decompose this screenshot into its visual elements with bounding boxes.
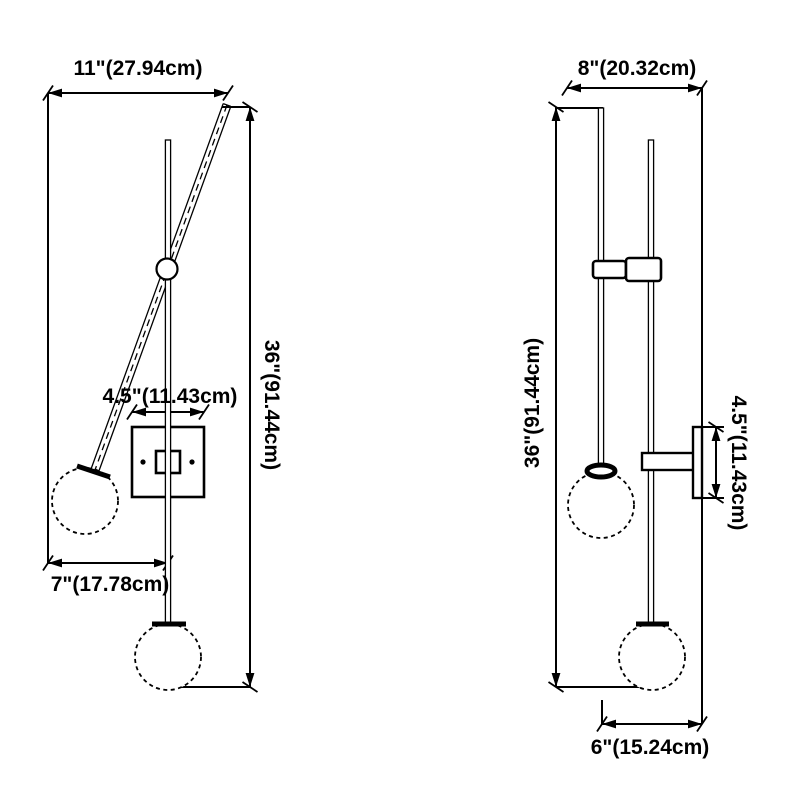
socket-ring	[584, 462, 618, 480]
side-width-dimension-label: 8"(20.32cm)	[577, 57, 697, 80]
screw-hole-left	[140, 459, 146, 465]
globe-shade-upper	[51, 463, 119, 535]
globe-shade-rear	[618, 621, 686, 691]
side-backplate-dim	[698, 421, 725, 504]
wall-mount-side	[640, 425, 704, 500]
connector-block	[591, 256, 663, 283]
side-view-drawing	[547, 79, 725, 733]
pivot-joint	[155, 257, 179, 281]
front-view-drawing	[42, 84, 259, 693]
front-offset-dimension-label: 7"(17.78cm)	[50, 573, 170, 596]
support-rod	[164, 139, 172, 625]
pendulum-arm	[90, 102, 232, 472]
side-height-dimension-label: 36"(91.44cm)	[521, 337, 544, 469]
front-backplate-dimension-label: 4.5"(11.43cm)	[102, 385, 238, 408]
side-backplate-dimension-label: 4.5"(11.43cm)	[727, 395, 750, 531]
side-depth-dimension-label: 6"(15.24cm)	[590, 736, 710, 759]
screw-hole-right	[189, 459, 195, 465]
front-rod	[597, 107, 605, 471]
front-height-dimension-label: 36"(91.44cm)	[260, 339, 283, 471]
front-width-dimension-label: 11"(27.94cm)	[73, 57, 203, 80]
globe-shade-front	[567, 462, 635, 539]
globe-shade-lower	[134, 621, 202, 691]
rear-rod	[647, 139, 655, 625]
